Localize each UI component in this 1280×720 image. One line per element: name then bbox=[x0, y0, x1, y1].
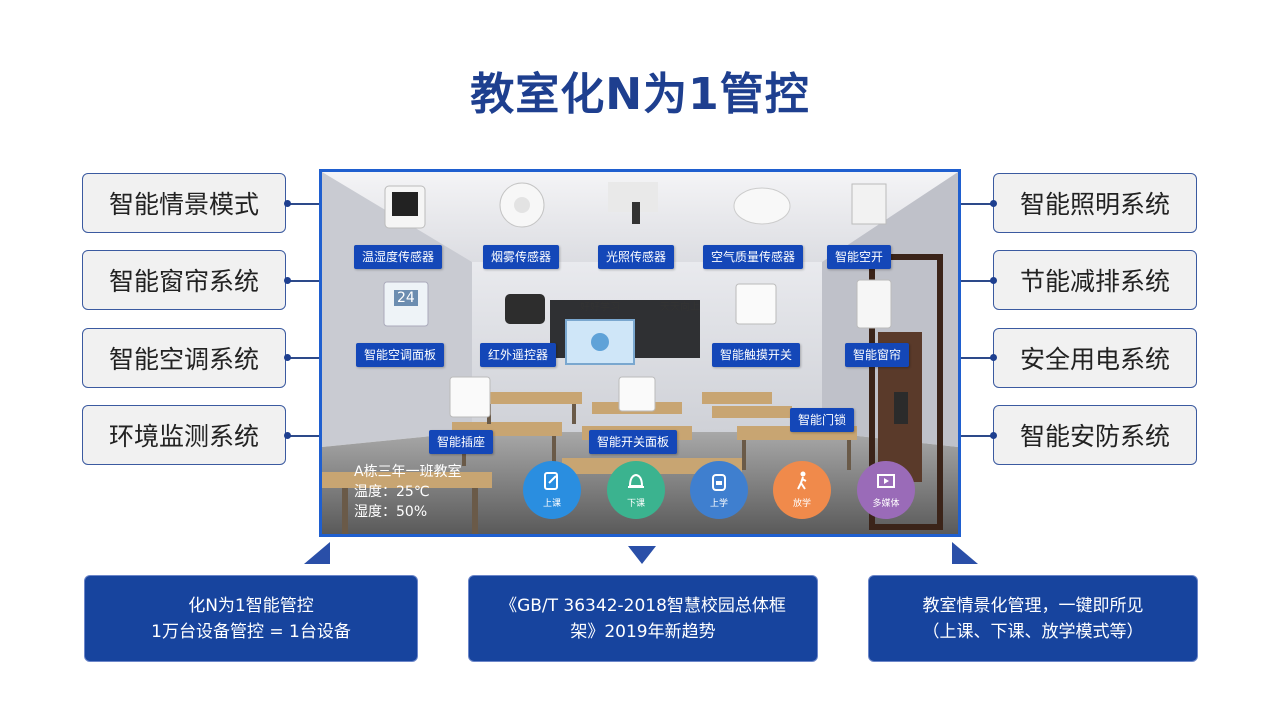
connector-line bbox=[287, 280, 331, 282]
screen-logo bbox=[591, 333, 609, 351]
connector-line bbox=[287, 203, 331, 205]
connector-line bbox=[287, 435, 331, 437]
connector-dot bbox=[990, 354, 997, 361]
slogan-right: 天天向上 bbox=[660, 302, 700, 313]
ir-remote-device bbox=[505, 294, 545, 324]
system-smart-lighting[interactable]: 智能照明系统 bbox=[993, 173, 1197, 233]
connector-dot bbox=[284, 432, 291, 439]
walking-icon bbox=[773, 470, 831, 494]
tag-socket[interactable]: 智能插座 bbox=[429, 430, 494, 454]
system-label: 智能情景模式 bbox=[108, 190, 259, 219]
info-line: 教室情景化管理，一键即所见 bbox=[922, 595, 1144, 616]
curtain-device bbox=[856, 279, 892, 329]
connector-line bbox=[950, 357, 994, 359]
system-label: 节能减排系统 bbox=[1019, 267, 1170, 296]
class-start-icon bbox=[523, 470, 581, 494]
connector-dot bbox=[990, 200, 997, 207]
arrow-right-icon bbox=[952, 542, 978, 564]
bell-icon bbox=[607, 470, 665, 494]
mode-button-multimedia[interactable]: 多媒体 bbox=[857, 461, 915, 519]
tag-touch-switch[interactable]: 智能触摸开关 bbox=[712, 343, 801, 367]
tag-curtain[interactable]: 智能窗帘 bbox=[845, 343, 910, 367]
system-security[interactable]: 智能安防系统 bbox=[993, 405, 1197, 465]
connector-dot bbox=[990, 277, 997, 284]
slogan-left: 好好学习 bbox=[580, 302, 620, 313]
film-icon bbox=[857, 470, 915, 494]
tag-switch-panel[interactable]: 智能开关面板 bbox=[589, 430, 678, 454]
system-label: 安全用电系统 bbox=[1019, 345, 1170, 374]
info-line: 《GB/T 36342-2018智慧校园总体框 bbox=[500, 595, 786, 616]
arrow-left-icon bbox=[304, 542, 330, 564]
tag-smoke-sensor[interactable]: 烟雾传感器 bbox=[483, 245, 560, 269]
info-box-n-to-one: 化N为1智能管控 1万台设备管控 = 1台设备 bbox=[84, 575, 418, 662]
mode-label: 上学 bbox=[709, 499, 728, 509]
system-electrical-safety[interactable]: 安全用电系统 bbox=[993, 328, 1197, 388]
connector-dot bbox=[284, 200, 291, 207]
mode-button-school-end[interactable]: 放学 bbox=[773, 461, 831, 519]
system-label: 智能照明系统 bbox=[1019, 190, 1170, 219]
tag-light-sensor[interactable]: 光照传感器 bbox=[598, 245, 675, 269]
room-humidity: 湿度：50% bbox=[354, 504, 428, 520]
backpack-icon bbox=[690, 470, 748, 494]
door-lock-device bbox=[894, 392, 908, 424]
system-smart-scene[interactable]: 智能情景模式 bbox=[82, 173, 286, 233]
room-temperature: 温度：25℃ bbox=[354, 484, 430, 500]
connector-dot bbox=[990, 432, 997, 439]
classroom-panel: 好好学习 天天向上 24 温湿度传感器 烟雾传感器 光照传感器 空气质量传感器 … bbox=[319, 169, 961, 537]
connector-dot bbox=[284, 277, 291, 284]
info-box-scene-management: 教室情景化管理，一键即所见 （上课、下课、放学模式等） bbox=[868, 575, 1198, 662]
connector-line bbox=[950, 280, 994, 282]
system-env-monitor[interactable]: 环境监测系统 bbox=[82, 405, 286, 465]
system-smart-curtain[interactable]: 智能窗帘系统 bbox=[82, 250, 286, 310]
connector-line bbox=[950, 203, 994, 205]
info-line: （上课、下课、放学模式等） bbox=[922, 621, 1144, 642]
room-info: A栋三年一班教室 温度：25℃ 湿度：50% bbox=[354, 462, 462, 522]
arrow-down-icon bbox=[628, 546, 656, 564]
info-line: 化N为1智能管控 bbox=[188, 595, 314, 616]
system-energy-saving[interactable]: 节能减排系统 bbox=[993, 250, 1197, 310]
mode-button-school-start[interactable]: 上学 bbox=[690, 461, 748, 519]
info-box-standard: 《GB/T 36342-2018智慧校园总体框 架》2019年新趋势 bbox=[468, 575, 818, 662]
tag-air-switch[interactable]: 智能空开 bbox=[827, 245, 892, 269]
system-label: 环境监测系统 bbox=[108, 422, 259, 451]
mode-button-class-start[interactable]: 上课 bbox=[523, 461, 581, 519]
mode-label: 多媒体 bbox=[872, 499, 900, 509]
mode-label: 下课 bbox=[626, 499, 645, 509]
info-line: 架》2019年新趋势 bbox=[570, 621, 716, 642]
system-label: 智能安防系统 bbox=[1019, 422, 1170, 451]
ac-display: 24 bbox=[394, 290, 418, 306]
connector-line bbox=[287, 357, 331, 359]
info-line: 1万台设备管控 = 1台设备 bbox=[151, 621, 351, 642]
system-label: 智能空调系统 bbox=[108, 345, 259, 374]
door-frame bbox=[869, 254, 943, 530]
socket-device bbox=[449, 376, 491, 418]
page-title: 教室化N为1管控 bbox=[470, 69, 810, 120]
tag-air-quality-sensor[interactable]: 空气质量传感器 bbox=[703, 245, 804, 269]
tag-door-lock[interactable]: 智能门锁 bbox=[790, 408, 855, 432]
air-quality-device bbox=[733, 187, 791, 225]
tag-ac-panel[interactable]: 智能空调面板 bbox=[356, 343, 445, 367]
mode-label: 放学 bbox=[792, 499, 811, 509]
switch-panel-device bbox=[618, 376, 656, 412]
system-smart-ac[interactable]: 智能空调系统 bbox=[82, 328, 286, 388]
connector-dot bbox=[284, 354, 291, 361]
mode-button-class-end[interactable]: 下课 bbox=[607, 461, 665, 519]
room-name: A栋三年一班教室 bbox=[354, 464, 462, 480]
connector-line bbox=[950, 435, 994, 437]
touch-switch-device bbox=[735, 283, 777, 325]
tag-ir-remote[interactable]: 红外遥控器 bbox=[480, 343, 557, 367]
air-switch-device bbox=[851, 183, 887, 225]
tag-temp-humidity-sensor[interactable]: 温湿度传感器 bbox=[354, 245, 443, 269]
system-label: 智能窗帘系统 bbox=[108, 267, 259, 296]
mode-label: 上课 bbox=[542, 499, 561, 509]
